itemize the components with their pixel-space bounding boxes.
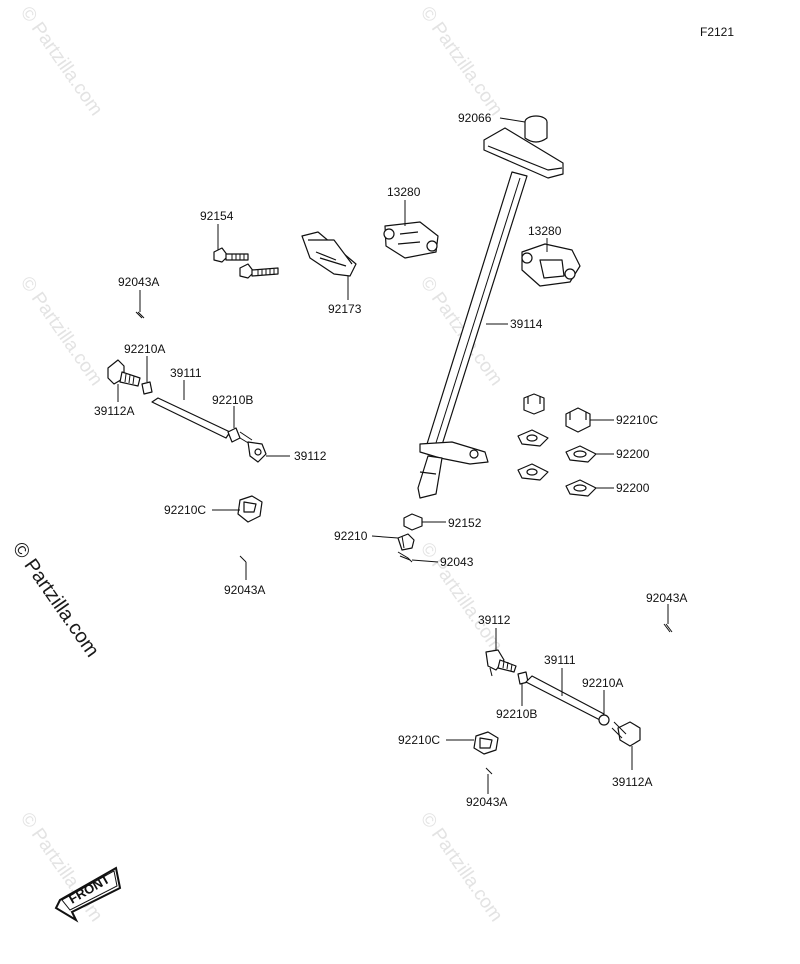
- label-39112-1: 39112: [294, 449, 327, 463]
- label-92154: 92154: [200, 209, 234, 223]
- label-39114: 39114: [510, 317, 543, 331]
- label-92066: 92066: [458, 111, 492, 125]
- label-92200-1: 92200: [616, 447, 650, 461]
- label-92200-2: 92200: [616, 481, 650, 495]
- label-92152: 92152: [448, 516, 482, 530]
- label-92210C-2: 92210C: [616, 413, 658, 427]
- nut-92210C-left: [237, 495, 263, 523]
- figure-code: F2121: [700, 25, 734, 39]
- label-92043: 92043: [440, 555, 474, 569]
- label-13280-left: 13280: [387, 185, 421, 199]
- steering-shaft-39114: [417, 115, 564, 499]
- bracket-92173: [301, 231, 357, 277]
- label-39111-1: 39111: [170, 366, 202, 380]
- washer-92200-b: [565, 445, 597, 463]
- label-92210: 92210: [334, 529, 368, 543]
- tie-rod-left: [107, 359, 267, 463]
- label-92210C-3: 92210C: [398, 733, 440, 747]
- holder-13280-right: [521, 243, 581, 287]
- label-92173: 92173: [328, 302, 362, 316]
- label-92043A-3: 92043A: [646, 591, 687, 605]
- cotter-pins-92043A: [135, 311, 673, 775]
- label-92210B-1: 92210B: [212, 393, 253, 407]
- label-92043A-2: 92043A: [224, 583, 265, 597]
- watermark-dark: © Partzilla.com: [8, 538, 103, 661]
- label-92210B-2: 92210B: [496, 707, 537, 721]
- watermark-2: © Partzilla.com: [416, 3, 507, 120]
- label-39112A-2: 39112A: [612, 775, 652, 789]
- collar-92152: [403, 513, 423, 531]
- part-labels: 92066 13280 13280 92154 92173 92043A 391…: [94, 111, 687, 809]
- nut-92210C-right: [565, 407, 591, 433]
- label-92210C-1: 92210C: [164, 503, 206, 517]
- label-92210A-2: 92210A: [582, 676, 623, 690]
- washer-92200-d: [565, 479, 597, 497]
- label-92210A-1: 92210A: [124, 342, 165, 356]
- watermark-1: © Partzilla.com: [16, 3, 107, 120]
- nut-92210C-upper: [523, 393, 545, 415]
- washer-92200-c: [517, 463, 549, 481]
- label-13280-right: 13280: [528, 224, 562, 238]
- tie-rod-right: [485, 649, 641, 747]
- label-39111-2: 39111: [544, 653, 576, 667]
- holder-13280-left: [383, 221, 439, 259]
- watermark-7: © Partzilla.com: [416, 809, 507, 926]
- label-39112A-1: 39112A: [94, 404, 134, 418]
- watermark-3: © Partzilla.com: [16, 273, 107, 390]
- washer-92200-a: [517, 429, 549, 447]
- bolts-92154: [213, 247, 279, 279]
- leader-lines: [117, 117, 669, 794]
- nut-92210C-lower: [473, 731, 499, 755]
- nut-92210-center: [397, 533, 415, 551]
- label-92043A-1: 92043A: [118, 275, 159, 289]
- label-92043A-4: 92043A: [466, 795, 507, 809]
- label-39112-2: 39112: [478, 613, 511, 627]
- pin-92043-center: [397, 551, 413, 563]
